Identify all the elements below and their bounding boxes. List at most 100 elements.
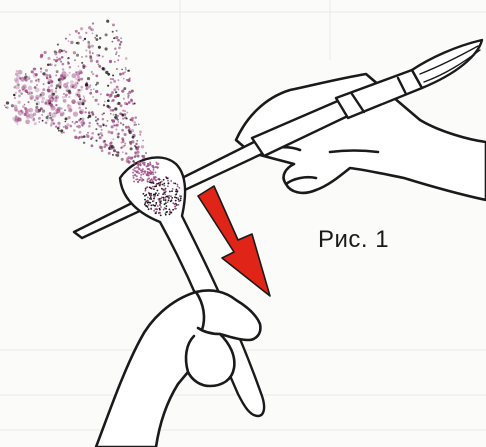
spray-dot <box>121 137 124 140</box>
spray-dot <box>55 87 57 89</box>
spray-dot <box>135 146 138 149</box>
spray-dot <box>119 112 122 115</box>
bristle-dot <box>159 209 161 211</box>
bristle-dot <box>165 196 167 198</box>
spray-dot <box>87 42 90 45</box>
spray-dot <box>91 136 94 139</box>
spray-dot <box>123 87 126 90</box>
spray-dot <box>50 105 54 109</box>
bristle-dot <box>158 193 160 195</box>
bristle-dot <box>137 167 139 169</box>
spray-dot <box>99 125 102 128</box>
bristle-dot <box>168 182 170 184</box>
spray-dot <box>33 68 36 71</box>
bristle-dot <box>179 200 181 202</box>
spray-dot <box>14 97 16 99</box>
spray-dot <box>77 42 80 45</box>
spray-dot <box>113 150 115 152</box>
spray-dot <box>97 133 99 135</box>
bristle-dot <box>150 187 152 189</box>
spray-dot <box>110 131 113 134</box>
spray-dot <box>40 68 42 70</box>
bristle-dot <box>156 162 158 164</box>
bristle-dot <box>157 194 159 196</box>
bristle-dot <box>176 189 178 191</box>
spray-dot <box>133 121 136 124</box>
bristle-dot <box>138 161 140 163</box>
spray-dot <box>91 144 94 147</box>
bristle-dot <box>169 191 171 193</box>
spray-dot <box>36 78 40 82</box>
spray-dot <box>57 107 61 111</box>
bristle-dot <box>137 165 139 167</box>
spray-dot <box>134 116 137 119</box>
spray-dot <box>30 80 33 83</box>
spray-dot <box>112 119 115 122</box>
bristle-dot <box>168 195 170 197</box>
spray-dot <box>59 81 62 84</box>
spray-dot <box>87 77 90 80</box>
bristle-dot <box>180 197 182 199</box>
spray-dot <box>111 125 114 128</box>
spray-dot <box>99 145 102 148</box>
spray-dot <box>65 86 69 90</box>
spray-dot <box>95 90 98 93</box>
spray-dot <box>46 116 49 119</box>
spray-dot <box>61 50 64 53</box>
bristle-dot <box>175 193 177 195</box>
bristle-dot <box>175 200 177 202</box>
bristle-dot <box>150 209 152 211</box>
spray-dot <box>126 157 129 160</box>
spray-dot <box>63 99 67 103</box>
bristle-dot <box>133 181 135 183</box>
spray-dot <box>121 69 123 71</box>
spray-dot <box>50 64 52 66</box>
spray-dot <box>17 101 21 105</box>
spray-dot <box>89 92 92 95</box>
bristle-dot <box>136 171 138 173</box>
spray-dot <box>28 86 33 91</box>
bristle-dot <box>163 199 165 201</box>
bristle-dot <box>132 172 134 174</box>
spray-dot <box>90 59 93 62</box>
spray-dot <box>58 58 61 61</box>
spray-dot <box>74 136 77 139</box>
spray-dot <box>45 99 49 103</box>
bristle-dot <box>147 163 149 165</box>
spray-dot <box>70 80 74 84</box>
spray-dot <box>77 89 79 91</box>
bristle-dot <box>142 171 144 173</box>
bristle-dot <box>138 179 140 181</box>
spray-dot <box>81 56 83 58</box>
bristle-dot <box>178 187 180 189</box>
spray-dot <box>109 145 111 147</box>
spray-dot <box>81 62 83 64</box>
spray-dot <box>20 77 25 82</box>
spray-dot <box>15 116 20 121</box>
spray-dot <box>57 44 59 46</box>
spray-dot <box>58 130 60 132</box>
spray-dot <box>117 121 119 123</box>
spray-dot <box>85 83 88 86</box>
bristle-dot <box>133 177 135 179</box>
spray-dot <box>50 100 53 103</box>
spray-dot <box>94 37 96 39</box>
spray-dot <box>107 120 109 122</box>
bristle-dot <box>163 185 165 187</box>
spray-dot <box>6 101 9 104</box>
spray-dot <box>28 108 33 113</box>
spray-dot <box>121 90 124 93</box>
spray-dot <box>138 124 140 126</box>
spray-dot <box>57 127 60 130</box>
spray-dot <box>95 116 97 118</box>
bristle-dot <box>167 180 169 182</box>
bristle-dot <box>170 210 172 212</box>
bristle-dot <box>163 190 165 192</box>
spray-dot <box>79 131 82 134</box>
bristle-dot <box>173 182 175 184</box>
spray-dot <box>55 74 57 76</box>
bristle-dot <box>172 188 174 190</box>
spray-dot <box>82 99 86 103</box>
bristle-dot <box>148 172 150 174</box>
spray-dot <box>102 124 104 126</box>
